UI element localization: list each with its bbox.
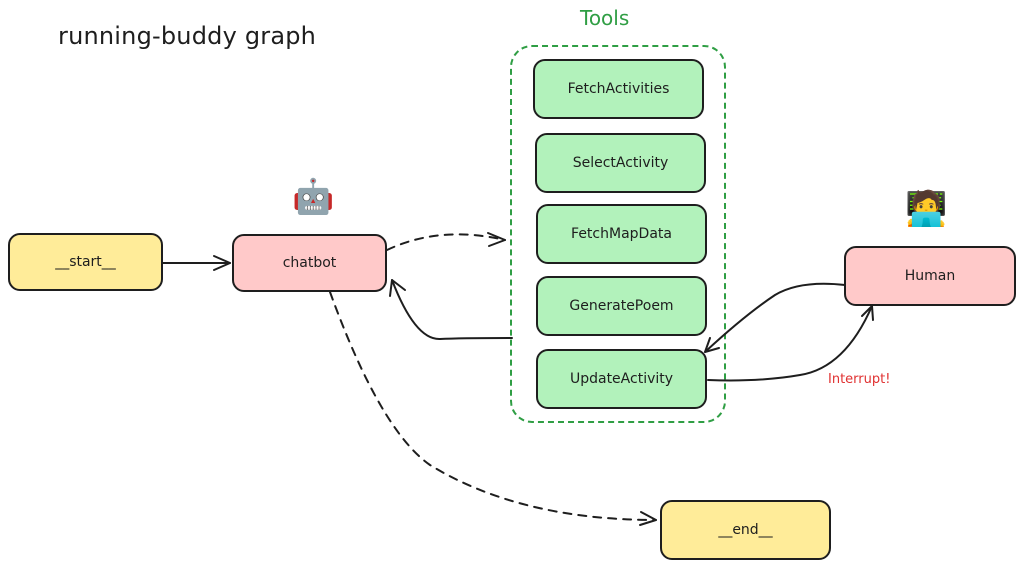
tool-label: FetchActivities: [567, 81, 670, 97]
start-node[interactable]: __start__: [8, 233, 163, 291]
chatbot-node-label: chatbot: [282, 255, 337, 271]
diagram-title: running-buddy graph: [58, 22, 317, 50]
edge-chatbot-to-tools: [386, 232, 506, 251]
tool-node-fetch-activities[interactable]: FetchActivities: [533, 59, 704, 119]
chatbot-node[interactable]: chatbot: [232, 234, 387, 292]
tool-label: SelectActivity: [572, 155, 669, 171]
tools-group-label: Tools: [580, 6, 630, 30]
tool-label: UpdateActivity: [569, 371, 674, 387]
robot-icon: 🤖: [292, 177, 335, 217]
tool-node-update-activity[interactable]: UpdateActivity: [536, 349, 707, 409]
tools-group: [510, 45, 726, 423]
human-node[interactable]: Human: [844, 246, 1016, 306]
tool-node-fetch-map-data[interactable]: FetchMapData: [536, 204, 707, 264]
human-node-label: Human: [904, 268, 956, 284]
tool-node-generate-poem[interactable]: GeneratePoem: [536, 276, 707, 336]
edge-chatbot-to-end: [329, 291, 657, 526]
technologist-icon: 🧑‍💻: [905, 189, 948, 229]
tool-label: GeneratePoem: [569, 298, 674, 314]
edge-tools-to-chatbot: [389, 279, 513, 341]
edge-update-activity-to-human: [707, 305, 874, 382]
start-node-label: __start__: [55, 254, 116, 270]
edge-human-to-update-activity: [704, 282, 846, 353]
edge-start-to-chatbot: [162, 255, 231, 271]
end-node-label: __end__: [718, 522, 773, 538]
tool-node-select-activity[interactable]: SelectActivity: [535, 133, 706, 193]
interrupt-label: Interrupt!: [828, 372, 891, 387]
end-node[interactable]: __end__: [660, 500, 831, 560]
tool-label: FetchMapData: [571, 226, 672, 242]
